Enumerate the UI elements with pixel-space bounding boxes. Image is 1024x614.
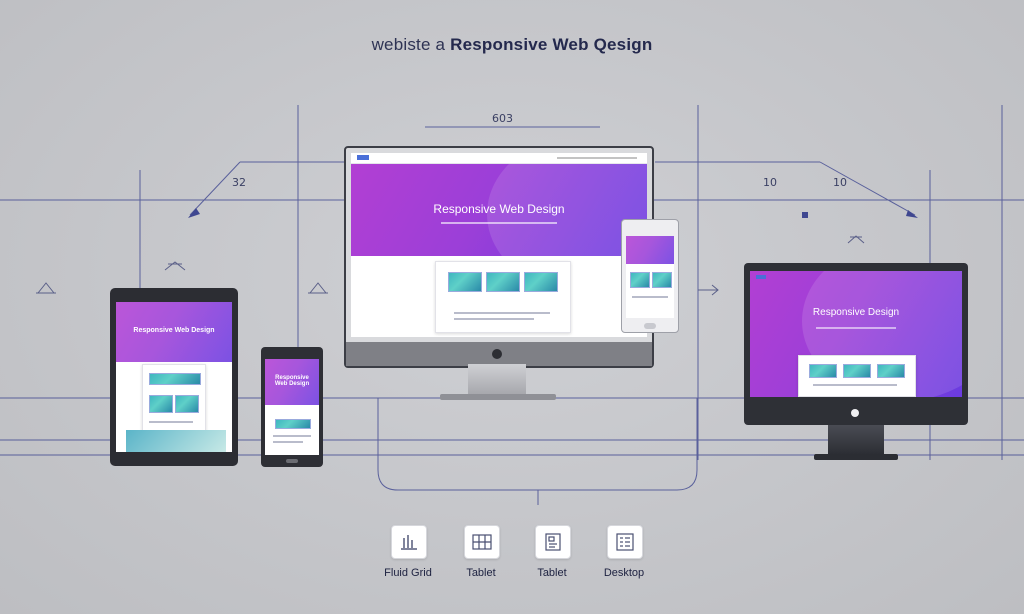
fluid-grid-button[interactable]: [391, 525, 427, 559]
list-layout-icon: [616, 533, 634, 551]
monitor-stand-base: [440, 394, 556, 400]
phone-left: Responsive Web Design: [261, 347, 323, 467]
tablet-button-2[interactable]: [535, 525, 571, 559]
tablet-label-2: Tablet: [537, 567, 567, 579]
layout-icon: [545, 533, 561, 551]
tablet-left: Responsive Web Design: [110, 288, 238, 466]
arrowhead-left: [188, 208, 200, 218]
grid-table-icon: [472, 534, 492, 550]
dim-label-top: 603: [492, 112, 513, 125]
desktop-monitor-center: Responsive Web Design: [344, 146, 654, 368]
arrow-right-icon: [698, 284, 719, 296]
marker-square: [802, 212, 808, 218]
dim-right-arrow: [819, 161, 916, 216]
tablet-button-1[interactable]: [464, 525, 500, 559]
tablet-label-1: Tablet: [466, 567, 496, 579]
right-stand-neck: [828, 425, 884, 455]
hero-section: Responsive Web Design: [351, 153, 647, 294]
title-prefix: webiste a: [371, 35, 446, 54]
right-hero-title: Responsive Design: [812, 307, 900, 318]
phone-hero-title: Responsive Web Design: [274, 375, 310, 387]
desktop-monitor-right: Responsive Design: [744, 263, 968, 425]
power-icon: [851, 409, 859, 417]
hero-title: Responsive Web Design: [433, 202, 565, 216]
phone-center: [621, 219, 679, 333]
content-card: [435, 261, 571, 333]
right-stand-base: [814, 454, 898, 460]
fluid-grid-label: Fluid Grid: [384, 567, 432, 579]
stand-bracket: [377, 398, 698, 491]
desktop-button[interactable]: [607, 525, 643, 559]
hanger-icon-1: [36, 282, 56, 294]
monitor-stand-neck: [468, 364, 526, 394]
title-main: Responsive Web Qesign: [450, 35, 653, 54]
tablet-hero-title: Responsive Web Design: [133, 327, 215, 334]
bar-chart-icon: [401, 535, 417, 550]
apple-logo-icon: [492, 349, 502, 359]
dim-label-left: 32: [232, 176, 246, 189]
hanger-icon-4: [847, 235, 865, 244]
dim-label-right-b: 10: [833, 176, 847, 189]
navbar: [351, 153, 647, 164]
dim-left-arrow: [189, 161, 241, 216]
hanger-icon-2: [308, 282, 328, 294]
desktop-label: Desktop: [603, 567, 645, 579]
page-title: webiste a Responsive Web Qesign: [0, 35, 1024, 55]
dim-label-right-a: 10: [763, 176, 777, 189]
hanger-icon-3: [164, 261, 186, 271]
arrowhead-right: [906, 210, 918, 218]
